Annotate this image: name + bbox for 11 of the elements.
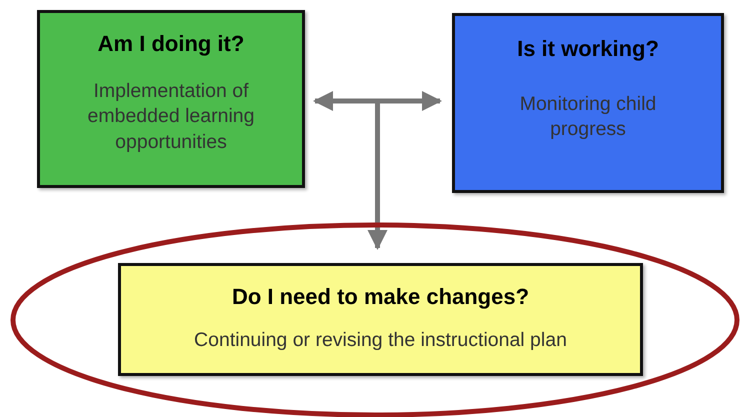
box-description: Continuing or revising the instructional plan [193,328,568,353]
box-heading: Do I need to make changes? [230,284,530,310]
box-description: Implementation of embedded learning opportunities [86,79,256,155]
arrow [368,101,388,250]
arrow [313,91,442,111]
decision-box [118,263,643,376]
box-description: Monitoring child progress [518,92,658,142]
question-box [452,13,724,193]
question-box [37,10,305,188]
box-heading: Is it working? [516,36,660,62]
box-heading: Am I doing it? [96,31,246,57]
